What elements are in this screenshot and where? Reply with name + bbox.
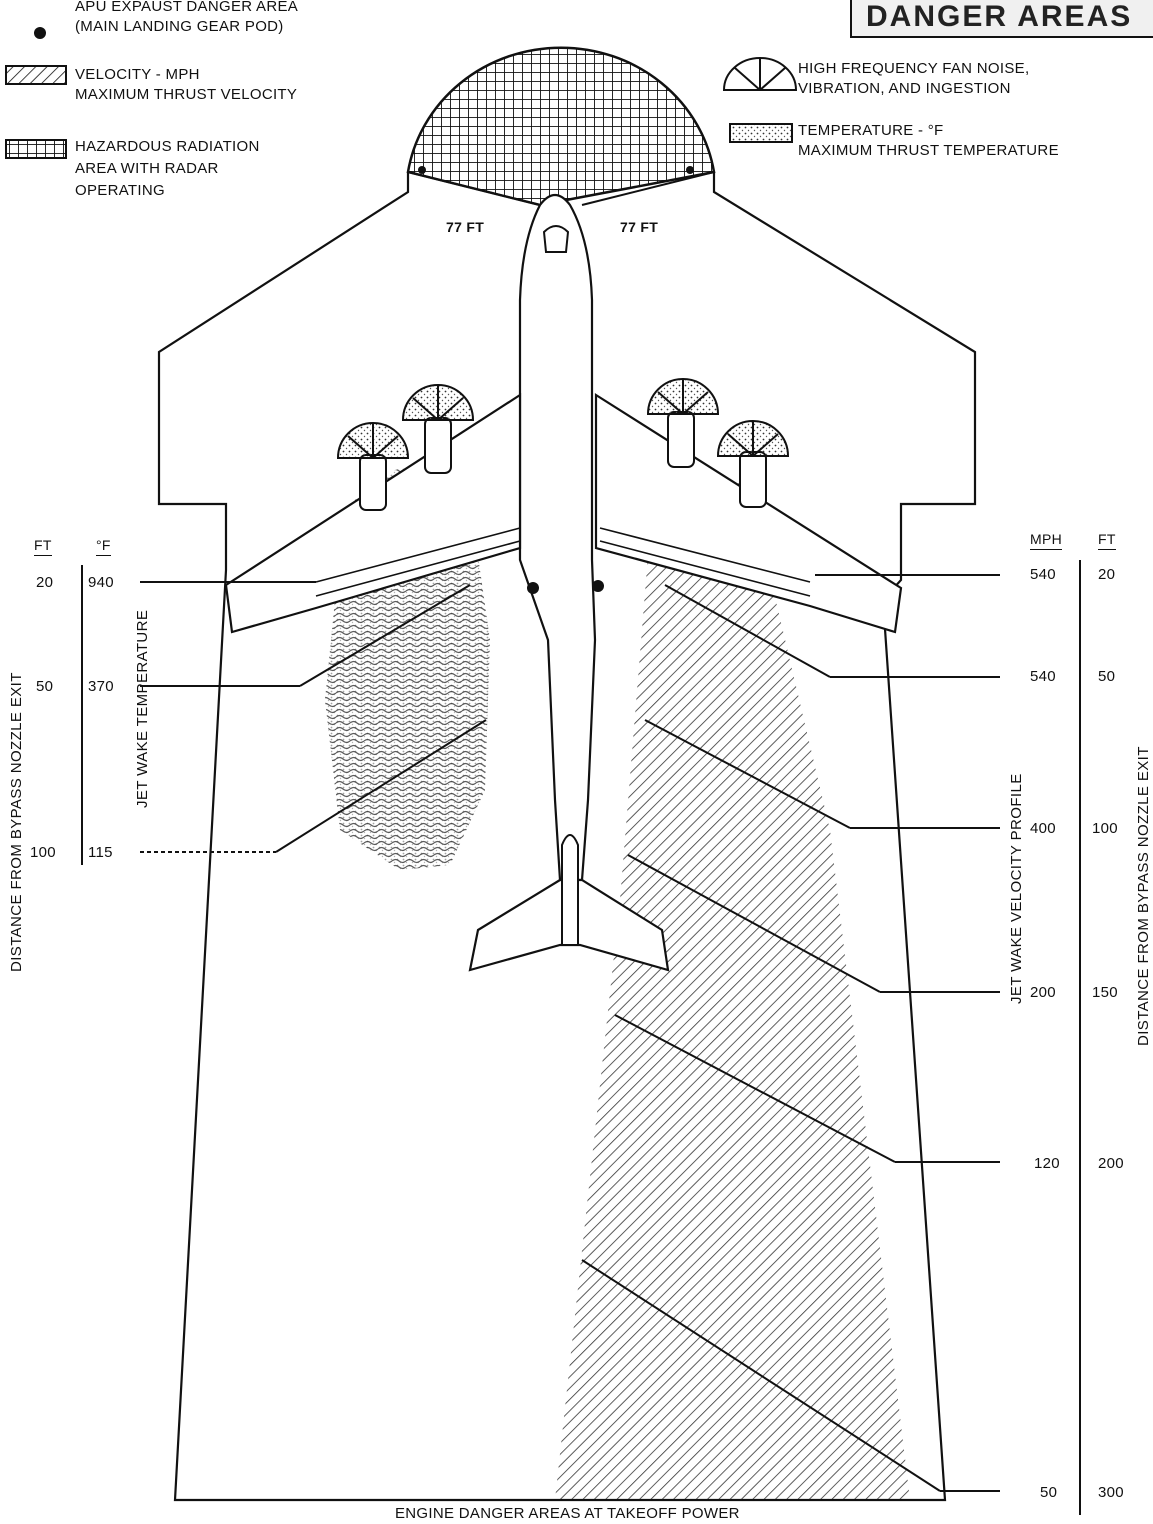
radar-distance-left: 77 FT	[446, 218, 484, 236]
left-temp-115: 115	[88, 844, 113, 862]
fan-legend-symbol	[724, 58, 796, 90]
velocity-wake-right	[555, 470, 910, 1500]
badge-text: DANGER AREAS	[866, 0, 1132, 34]
left-header-temp: °F	[96, 536, 111, 556]
legend-velocity-line1: VELOCITY - MPH	[75, 66, 200, 84]
right-mph-120: 120	[1034, 1155, 1060, 1173]
left-temp-370: 370	[88, 678, 114, 696]
right-header-mph: MPH	[1030, 530, 1062, 550]
left-ft-100: 100	[30, 844, 56, 862]
radar-hazard-dome	[408, 48, 714, 205]
legend-radiation-line1: HAZARDOUS RADIATION	[75, 138, 260, 156]
left-header-ft: FT	[34, 536, 52, 556]
radar-distance-right: 77 FT	[620, 218, 658, 236]
apu-exhaust-right	[592, 580, 604, 592]
legend-apu-line2: (MAIN LANDING GEAR POD)	[75, 18, 284, 36]
right-ft-150: 150	[1092, 984, 1118, 1002]
left-ft-20: 20	[36, 574, 53, 592]
apu-exhaust-left	[527, 582, 539, 594]
figure-caption: ENGINE DANGER AREAS AT TAKEOFF POWER	[395, 1505, 740, 1523]
right-mph-540b: 540	[1030, 668, 1056, 686]
left-axis-temp-label: JET WAKE TEMPERATURE	[134, 610, 151, 808]
right-ft-50: 50	[1098, 668, 1115, 686]
legend-apu-line1: APU EXPAUST DANGER AREA	[75, 0, 298, 16]
legend-velocity-line2: MAXIMUM THRUST VELOCITY	[75, 86, 297, 104]
right-ft-20: 20	[1098, 566, 1115, 584]
apu-legend-symbol	[34, 27, 46, 39]
legend-radiation-line2: AREA WITH RADAR	[75, 160, 219, 178]
legend-fan-line2: VIBRATION, AND INGESTION	[798, 80, 1011, 98]
aircraft-fuselage	[520, 195, 595, 880]
right-ft-300: 300	[1098, 1484, 1124, 1502]
right-header-ft: FT	[1098, 530, 1116, 550]
temperature-legend-symbol	[730, 124, 792, 142]
danger-areas-badge: DANGER AREAS	[850, 0, 1153, 38]
right-mph-540a: 540	[1030, 566, 1056, 584]
left-temp-940: 940	[88, 574, 114, 592]
right-mph-400: 400	[1030, 820, 1056, 838]
left-ft-50: 50	[36, 678, 53, 696]
velocity-legend-symbol	[6, 66, 66, 84]
legend-fan-line1: HIGH FREQUENCY FAN NOISE,	[798, 60, 1029, 78]
left-axis-distance-label: DISTANCE FROM BYPASS NOZZLE EXIT	[8, 672, 25, 972]
right-mph-200: 200	[1030, 984, 1056, 1002]
legend-radiation-line3: OPERATING	[75, 182, 165, 200]
right-axis-velocity-label: JET WAKE VELOCITY PROFILE	[1008, 773, 1025, 1004]
radiation-legend-symbol	[6, 140, 66, 158]
right-ft-200: 200	[1098, 1155, 1124, 1173]
legend-temp-line1: TEMPERATURE - °F	[798, 122, 944, 140]
legend-temp-line2: MAXIMUM THRUST TEMPERATURE	[798, 142, 1059, 160]
right-ft-100: 100	[1092, 820, 1118, 838]
right-axis-distance-label: DISTANCE FROM BYPASS NOZZLE EXIT	[1135, 746, 1152, 1046]
right-mph-50: 50	[1040, 1484, 1057, 1502]
